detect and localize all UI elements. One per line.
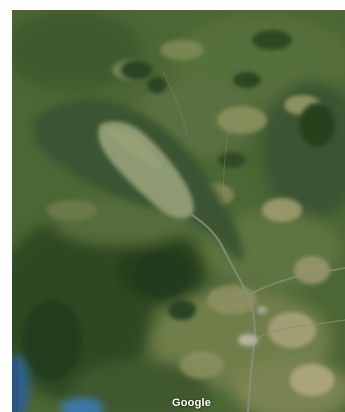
city-area	[238, 306, 267, 346]
satellite-map[interactable]: Google	[12, 10, 345, 412]
dense-forest	[22, 30, 335, 380]
satellite-imagery	[12, 10, 345, 412]
google-attribution-logo: Google	[172, 397, 212, 409]
lake-shallows	[107, 128, 164, 170]
coastline-water	[12, 360, 18, 412]
rivers	[161, 69, 345, 412]
